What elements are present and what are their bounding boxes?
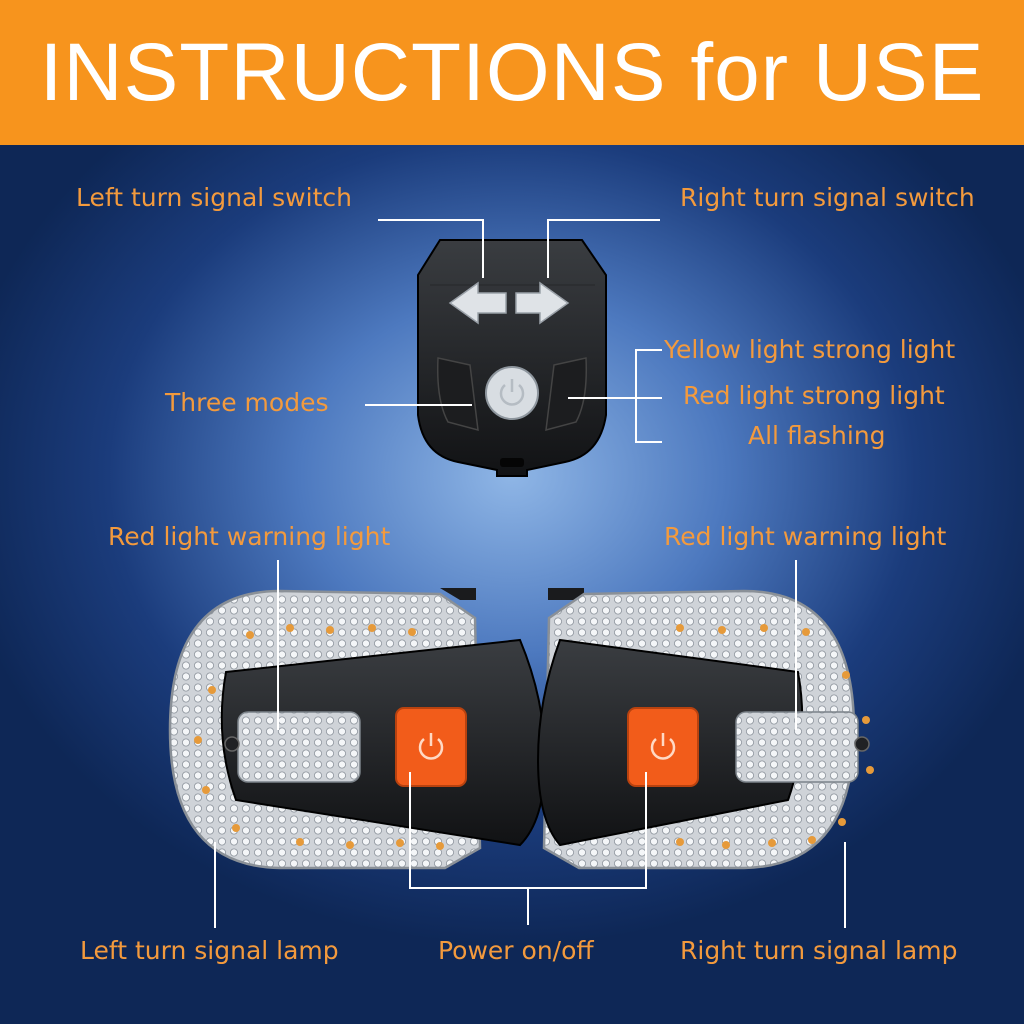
power-icon [499,384,525,406]
power-label: Power on/off [438,936,594,965]
right-power-button[interactable] [627,707,699,787]
power-icon [650,738,676,760]
power-icon [418,738,444,760]
tail-lamp [168,588,874,870]
three-modes-label: Three modes [165,388,329,417]
left-turn-switch-label: Left turn signal switch [76,183,352,212]
left-arrow-button[interactable] [448,281,507,325]
mode-button[interactable] [485,366,539,420]
left-warning-light-label: Red light warning light [108,522,391,551]
right-arrow-button[interactable] [515,281,570,325]
mode-label-flashing: All flashing [748,421,886,450]
header-banner: INSTRUCTIONS for USE [0,0,1024,145]
left-turn-lamp-label: Left turn signal lamp [80,936,339,965]
mode-label-red: Red light strong light [683,381,945,410]
left-power-button[interactable] [395,707,467,787]
right-turn-switch-label: Right turn signal switch [680,183,975,212]
remote-control [417,239,607,477]
right-turn-lamp-label: Right turn signal lamp [680,936,958,965]
leader-lines [214,219,846,928]
right-warning-light-label: Red light warning light [664,522,947,551]
page-title: INSTRUCTIONS for USE [39,26,985,118]
mode-label-yellow: Yellow light strong light [664,335,956,364]
